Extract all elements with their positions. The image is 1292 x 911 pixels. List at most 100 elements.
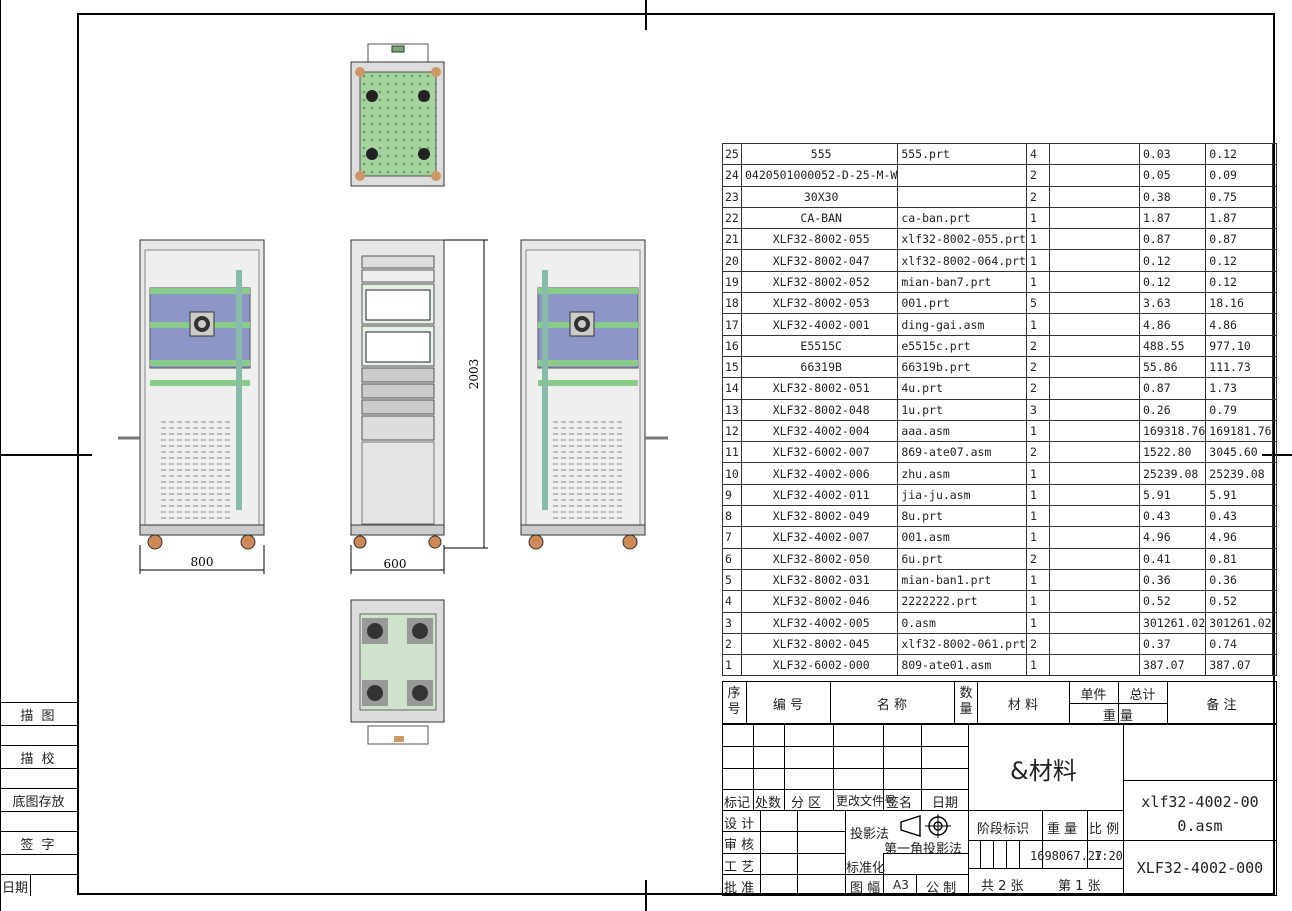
bom-cell-note (1271, 398, 1278, 421)
bom-cell-note (1271, 334, 1278, 357)
bom-cell-note (1271, 590, 1278, 613)
material-title: &材料 (1010, 757, 1077, 785)
bom-cell-name: 6u.prt (897, 547, 1027, 570)
bom-cell-unit: 0.38 (1138, 185, 1207, 208)
bom-cell-total: 0.75 (1205, 185, 1273, 208)
bom-cell-qty: 2 (1025, 547, 1050, 570)
bom-cell-note (1271, 483, 1278, 507)
rev-label-count: 处数 (755, 796, 782, 811)
bom-cell-total: 0.09 (1205, 164, 1273, 187)
bom-cell-note (1271, 355, 1278, 379)
bom-header-note: 备 注 (1206, 698, 1237, 713)
bom-cell-idx: 18 (722, 292, 742, 315)
bom-cell-note (1271, 377, 1278, 400)
bom-cell-total: 387.07 (1205, 654, 1273, 677)
bom-cell-code: XLF32-8002-048 (740, 398, 899, 421)
bom-cell-name: ding-gai.asm (897, 313, 1027, 336)
bom-cell-qty: 1 (1025, 483, 1050, 507)
role-process: 工 艺 (724, 860, 755, 875)
bom-cell-unit: 0.12 (1138, 270, 1207, 294)
bom-cell-material (1048, 206, 1140, 230)
bom-cell-name: aaa.asm (897, 419, 1027, 443)
weight-value: 1698067.27 (1030, 849, 1103, 863)
bom-cell-material (1048, 419, 1140, 443)
bom-cell-idx: 21 (722, 228, 742, 251)
bom-cell-note (1271, 185, 1278, 208)
bom-cell-idx: 7 (722, 526, 742, 549)
bom-cell-material (1048, 632, 1140, 656)
bom-cell-material (1048, 228, 1140, 251)
center-mark-left (0, 454, 92, 456)
bom-cell-code: 0420501000052-D-25-M-W (740, 164, 899, 187)
bom-cell-name: 66319b.prt (897, 355, 1027, 379)
bom-cell-unit: 4.96 (1138, 526, 1207, 549)
bom-cell-unit: 301261.02 (1138, 611, 1207, 634)
bom-cell-idx: 5 (722, 568, 742, 592)
bom-cell-unit: 55.86 (1138, 355, 1207, 379)
dim-height: 2003 (467, 359, 481, 390)
role-design: 设 计 (724, 817, 755, 832)
bom-cell-material (1048, 398, 1140, 421)
bom-cell-material (1048, 313, 1140, 336)
bom-cell-qty: 1 (1025, 462, 1050, 485)
bom-cell-note (1271, 228, 1278, 251)
center-mark-right (1262, 454, 1292, 456)
first-angle-label: 第一角投影法 (884, 842, 963, 857)
bom-cell-material (1048, 483, 1140, 507)
public-label: 公 制 (926, 881, 957, 896)
side-cell-date: 日期 (1, 881, 28, 896)
bom-cell-name: 809-ate01.asm (897, 654, 1027, 677)
bom-cell-total: 4.96 (1205, 526, 1273, 549)
sheet-number: 第 1 张 (1058, 879, 1101, 894)
bom-cell-total: 25239.08 (1205, 462, 1273, 485)
bom-cell-qty: 2 (1025, 164, 1050, 187)
bom-cell-total: 0.12 (1205, 142, 1273, 166)
bom-cell-material (1048, 292, 1140, 315)
bom-cell-name: mian-ban1.prt (897, 568, 1027, 592)
bom-cell-material (1048, 462, 1140, 485)
rev-label-change-doc: 更改文件号 (836, 794, 897, 808)
bom-cell-qty: 1 (1025, 590, 1050, 613)
bom-cell-total: 0.81 (1205, 547, 1273, 570)
bom-cell-qty: 3 (1025, 398, 1050, 421)
bom-cell-total: 301261.02 (1205, 611, 1273, 634)
bom-cell-idx: 25 (722, 142, 742, 166)
bom-cell-qty: 1 (1025, 313, 1050, 336)
bom-cell-code: XLF32-8002-053 (740, 292, 899, 315)
bom-cell-material (1048, 334, 1140, 357)
center-mark-top (645, 0, 647, 30)
bom-cell-code: XLF32-8002-051 (740, 377, 899, 400)
bom-cell-total: 0.87 (1205, 228, 1273, 251)
bom-cell-idx: 11 (722, 441, 742, 464)
drawing-number: XLF32-4002-000 (1136, 859, 1264, 877)
bom-cell-code: E5515C (740, 334, 899, 357)
total-sheets: 共 2 张 (981, 879, 1024, 894)
bom-cell-unit: 0.36 (1138, 568, 1207, 592)
bom-cell-qty: 1 (1025, 228, 1050, 251)
bom-cell-code: 555 (740, 142, 899, 166)
bom-cell-name: xlf32-8002-055.prt (897, 228, 1027, 251)
bom-cell-code: XLF32-8002-052 (740, 270, 899, 294)
bom-cell-code: XLF32-4002-004 (740, 419, 899, 443)
bom-cell-idx: 24 (722, 164, 742, 187)
bom-cell-note (1271, 206, 1278, 230)
bom-cell-qty: 2 (1025, 632, 1050, 656)
bom-cell-total: 169181.76 (1205, 419, 1273, 443)
bom-cell-total: 5.91 (1205, 483, 1273, 507)
bom-cell-code: XLF32-8002-046 (740, 590, 899, 613)
bom-cell-note (1271, 547, 1278, 570)
bom-cell-unit: 25239.08 (1138, 462, 1207, 485)
rev-label-mark: 标记 (724, 796, 751, 811)
bom-cell-idx: 22 (722, 206, 742, 230)
bom-cell-note (1271, 526, 1278, 549)
